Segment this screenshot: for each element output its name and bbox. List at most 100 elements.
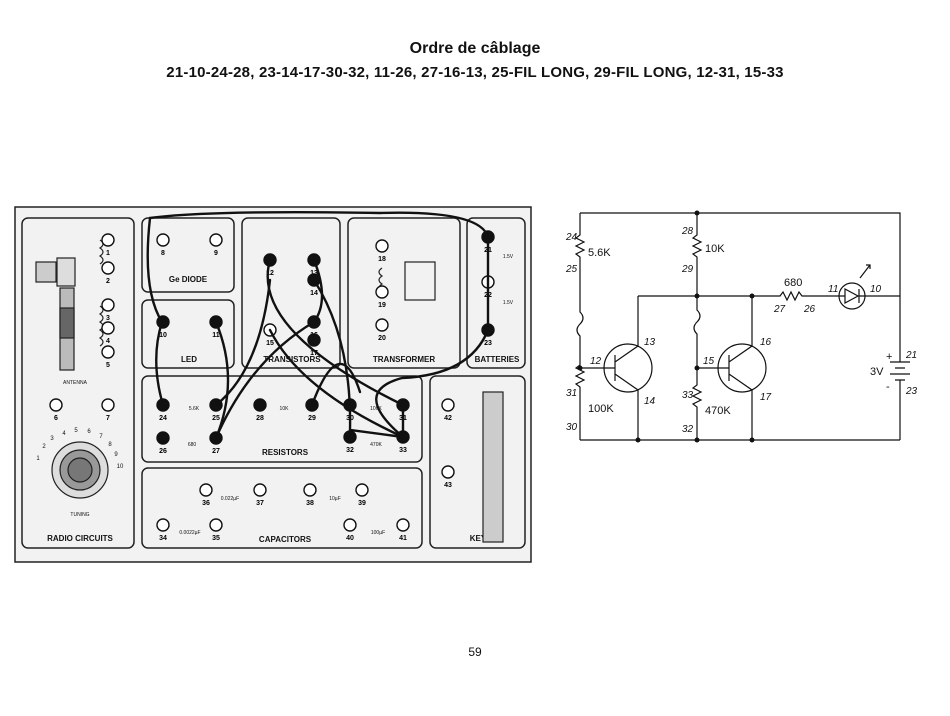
antenna-connector-2 — [56, 257, 76, 287]
resistor-value: 5.6K — [189, 406, 200, 412]
terminal-42[interactable] — [441, 398, 455, 412]
wires — [146, 210, 490, 440]
capacitor-value: 0.0022µF — [179, 530, 200, 536]
terminal-number: 10 — [159, 332, 167, 339]
page-title: Ordre de câblage — [409, 40, 541, 57]
terminal-28[interactable] — [253, 398, 267, 412]
capacitor-panel — [141, 467, 423, 549]
wire — [155, 320, 165, 407]
node-label: 26 — [803, 304, 816, 315]
telegraph-key — [482, 391, 504, 543]
terminal-number: 26 — [159, 448, 167, 455]
label-transistors: TRANSISTORS — [263, 355, 321, 364]
node-label: 17 — [760, 392, 772, 403]
terminal-5[interactable] — [101, 345, 115, 359]
terminal-number: 7 — [106, 415, 110, 422]
node-label: 10 — [870, 284, 882, 295]
terminal-41[interactable] — [396, 518, 410, 532]
node-label: 27 — [773, 304, 786, 315]
junction — [694, 210, 700, 216]
wire — [146, 210, 490, 324]
transistor-2 — [717, 343, 767, 393]
terminal-17[interactable] — [307, 333, 321, 347]
battery-label: 1.5V — [503, 254, 514, 260]
terminal-number: 28 — [256, 415, 264, 422]
node-label: 15 — [703, 356, 715, 367]
terminal-38[interactable] — [303, 483, 317, 497]
value-r2: 10K — [705, 243, 725, 255]
node-label: 11 — [828, 284, 838, 295]
transformer-core — [404, 261, 436, 301]
terminal-number: 8 — [161, 250, 165, 257]
tuning-knob-center — [67, 457, 93, 483]
terminal-number: 15 — [266, 340, 274, 347]
terminal-number: 33 — [399, 447, 407, 454]
label-led: LED — [181, 355, 197, 364]
dial-number: 7 — [99, 434, 103, 440]
terminal-3[interactable] — [101, 298, 115, 312]
terminal-43[interactable] — [441, 465, 455, 479]
junction — [749, 293, 755, 299]
value-battery: 3V — [870, 366, 884, 378]
junction — [635, 437, 641, 443]
wire — [214, 278, 272, 407]
label-radio: RADIO CIRCUITS — [47, 534, 113, 543]
battery-3v — [890, 296, 910, 440]
node-label: 28 — [681, 226, 694, 237]
terminal-number: 2 — [106, 278, 110, 285]
node-label: 21 — [905, 350, 917, 361]
resistor-10k — [691, 213, 703, 296]
terminal-number: 41 — [399, 535, 407, 542]
terminal-37[interactable] — [253, 483, 267, 497]
long-wire-29 — [693, 296, 701, 344]
node-label: 14 — [644, 396, 656, 407]
battery-label: 1.5V — [503, 300, 514, 306]
terminal-1[interactable] — [101, 233, 115, 247]
terminal-number: 5 — [106, 362, 110, 369]
value-r1: 5.6K — [588, 247, 611, 259]
resistor-680 — [700, 290, 838, 302]
terminal-26[interactable] — [156, 431, 170, 445]
antenna-coil — [59, 307, 75, 339]
terminal-number: 32 — [346, 447, 354, 454]
value-r3: 100K — [588, 403, 614, 415]
label-transformer: TRANSFORMER — [373, 355, 435, 364]
terminal-20[interactable] — [375, 318, 389, 332]
terminal-40[interactable] — [343, 518, 357, 532]
terminal-35[interactable] — [209, 518, 223, 532]
resistor-470k — [691, 368, 703, 440]
terminal-39[interactable] — [355, 483, 369, 497]
battery-panel — [466, 217, 526, 369]
terminal-number: 25 — [212, 415, 220, 422]
board-outline — [14, 206, 532, 563]
terminal-8[interactable] — [156, 233, 170, 247]
terminal-2[interactable] — [101, 261, 115, 275]
page-number: 59 — [468, 645, 482, 659]
resistor-panel — [141, 375, 423, 463]
terminal-36[interactable] — [199, 483, 213, 497]
value-r4: 470K — [705, 405, 731, 417]
transformer-panel — [347, 217, 461, 369]
junction — [577, 365, 583, 371]
terminal-18[interactable] — [375, 239, 389, 253]
dial-number: 4 — [62, 431, 66, 437]
terminal-9[interactable] — [209, 233, 223, 247]
led-panel — [141, 299, 235, 369]
dial-number: 9 — [114, 452, 118, 458]
node-label: 33 — [682, 390, 694, 401]
terminal-number: 39 — [358, 500, 366, 507]
transistor-1-leads — [608, 296, 639, 440]
terminal-34[interactable] — [156, 518, 170, 532]
terminal-7[interactable] — [101, 398, 115, 412]
dial-number: 6 — [87, 429, 91, 435]
terminal-4[interactable] — [101, 321, 115, 335]
terminal-number: 42 — [444, 415, 452, 422]
terminal-19[interactable] — [375, 285, 389, 299]
junction — [749, 437, 755, 443]
resistor-value: 470K — [370, 442, 382, 448]
terminal-number: 12 — [266, 270, 274, 277]
node-label: 29 — [681, 264, 694, 275]
terminal-6[interactable] — [49, 398, 63, 412]
resistor-100k — [574, 350, 586, 440]
node-label: 32 — [682, 424, 694, 435]
